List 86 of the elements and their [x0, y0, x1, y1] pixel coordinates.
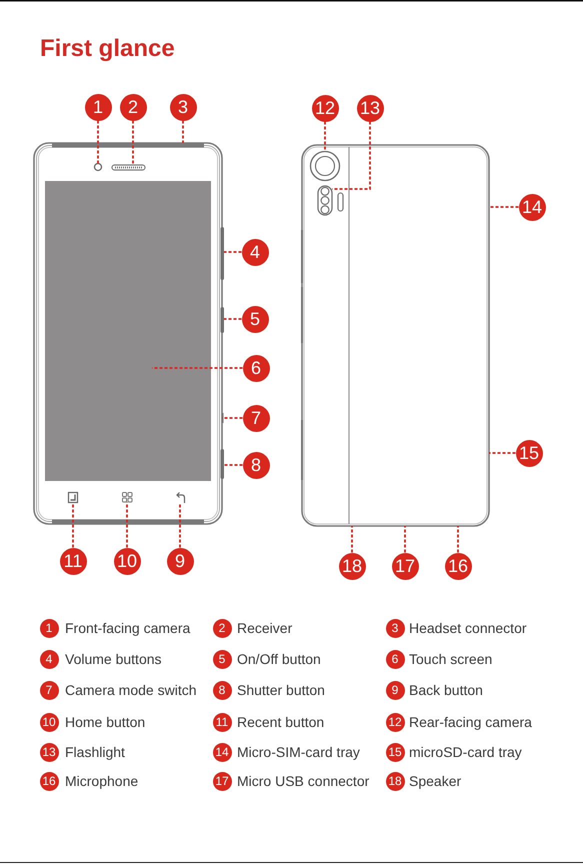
phone-back-drawing — [301, 144, 490, 527]
part-label: Receiver — [237, 619, 292, 637]
leader-line — [404, 526, 406, 552]
callout-number: 1 — [40, 618, 58, 638]
callout-number: 16 — [40, 772, 58, 790]
callout-number: 2 — [120, 94, 146, 120]
part-label: Volume buttons — [65, 650, 162, 668]
callout-number: 18 — [338, 552, 366, 580]
callout-number: 1 — [84, 94, 112, 120]
part-label: On/Off button — [237, 650, 321, 668]
leader-line — [222, 417, 242, 419]
leader-line — [72, 503, 74, 548]
side-button — [220, 449, 224, 479]
part-label: Speaker — [409, 772, 462, 790]
callout-number: 4 — [40, 650, 58, 668]
page-title: First glance — [40, 34, 175, 64]
callout-number: 8 — [212, 680, 232, 700]
part-label: Micro-SIM-card tray — [237, 743, 360, 761]
callout-number: 5 — [212, 650, 232, 668]
part-label: Rear-facing camera — [409, 713, 532, 731]
callout-number: 6 — [386, 650, 404, 668]
callout-number: 12 — [312, 94, 338, 122]
callout-number: 7 — [40, 680, 58, 700]
callout-number: 6 — [242, 354, 270, 382]
leader-line — [457, 526, 459, 552]
led-flash — [317, 185, 333, 216]
leader-line — [324, 122, 326, 152]
leader-line — [132, 120, 134, 165]
camera-lens — [310, 150, 340, 182]
callout-number: 18 — [386, 772, 404, 790]
callout-number: 2 — [212, 618, 232, 638]
leader-line — [224, 251, 242, 253]
leader-line — [224, 464, 242, 466]
part-label: Flashlight — [65, 743, 125, 761]
callout-number: 16 — [444, 552, 472, 580]
square-icon — [68, 492, 78, 504]
part-label: Front-facing camera — [65, 619, 190, 637]
leader-line — [97, 120, 99, 164]
part-label: Microphone — [65, 772, 138, 790]
callout-number: 9 — [386, 680, 404, 700]
side-button — [220, 307, 224, 333]
camera-lens — [94, 162, 102, 172]
callout-number: 14 — [518, 194, 546, 220]
part-label: Back button — [409, 681, 483, 699]
part-label: Camera mode switch — [65, 681, 196, 699]
side-button — [220, 227, 224, 280]
leader-line — [182, 120, 184, 143]
leader-line — [489, 206, 518, 208]
part-label: microSD-card tray — [409, 743, 522, 761]
leader-line — [489, 452, 516, 454]
speaker-grille — [112, 164, 146, 170]
leader-line — [179, 503, 181, 548]
callout-number: 3 — [386, 618, 404, 638]
callout-number: 10 — [40, 712, 58, 732]
callout-number: 10 — [114, 548, 140, 574]
callout-number: 17 — [212, 772, 232, 790]
grid-icon — [122, 492, 132, 502]
callout-number: 17 — [392, 552, 418, 580]
callout-number: 13 — [40, 742, 58, 762]
callout-number: 5 — [242, 306, 268, 332]
leader-line — [152, 367, 242, 369]
callout-number: 15 — [386, 742, 404, 762]
leader-line — [332, 122, 371, 190]
part-label: Recent button — [237, 713, 324, 731]
callout-number: 14 — [212, 742, 232, 762]
callout-number: 9 — [166, 548, 194, 574]
callout-number: 12 — [386, 712, 404, 732]
phone-front-drawing — [33, 142, 224, 525]
callout-number: 8 — [242, 452, 270, 478]
callout-number: 15 — [516, 440, 542, 466]
part-label: Headset connector — [409, 619, 527, 637]
callout-number: 7 — [242, 404, 270, 432]
screen — [45, 181, 211, 481]
leader-line — [126, 502, 128, 548]
leader-line — [351, 526, 353, 552]
callout-number: 11 — [60, 548, 86, 574]
part-label: Home button — [65, 713, 146, 731]
part-label: Shutter button — [237, 681, 325, 699]
callout-number: 13 — [356, 94, 384, 122]
leader-line — [224, 318, 242, 320]
callout-number: 11 — [212, 712, 232, 732]
callout-number: 4 — [242, 238, 268, 266]
callout-number: 3 — [170, 94, 196, 120]
back-arrow-icon — [176, 492, 186, 504]
part-label: Touch screen — [409, 650, 492, 668]
part-label: Micro USB connector — [237, 772, 370, 790]
